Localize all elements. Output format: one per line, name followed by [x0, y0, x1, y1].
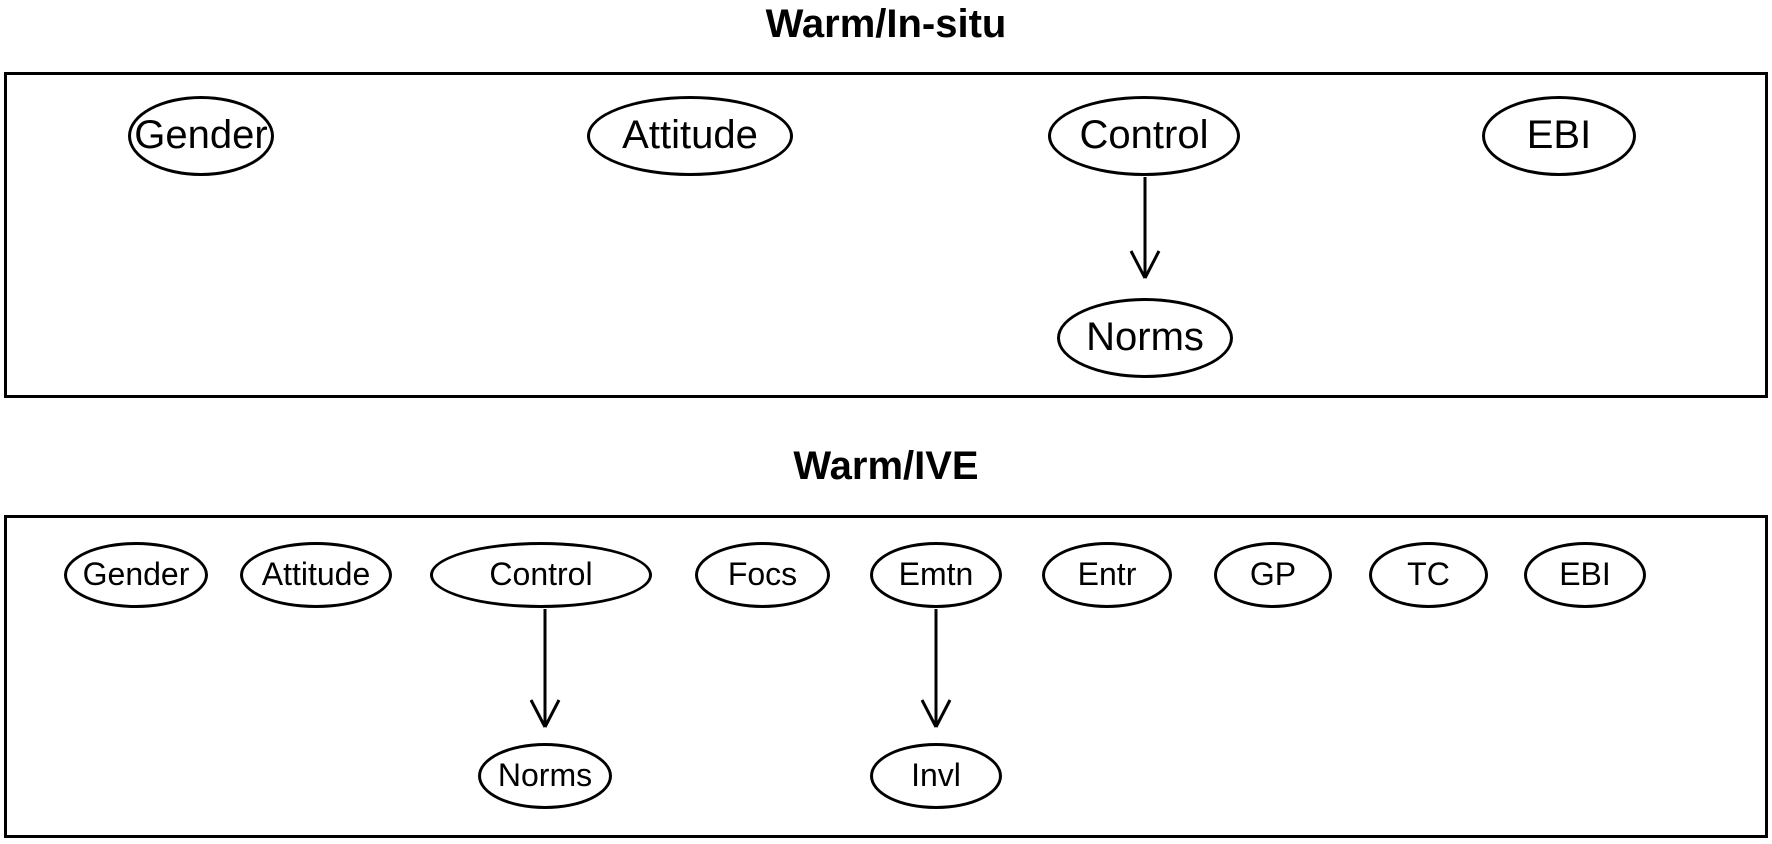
node-label-control: Control [1079, 113, 1209, 157]
node-ive-gender: Gender [64, 542, 208, 608]
node-ive-emtn: Emtn [870, 542, 1002, 608]
node-label-gp: GP [1249, 556, 1297, 592]
node-label-entr: Entr [1077, 556, 1137, 592]
node-label-gender: Gender [134, 113, 268, 157]
node-label-attitude: Attitude [622, 113, 758, 157]
arrow-insitu-control-to-norms [1129, 177, 1161, 279]
node-label-norms: Norms [497, 757, 593, 793]
node-ive-focs: Focs [695, 542, 830, 608]
node-ive-ebi: EBI [1524, 542, 1646, 608]
node-label-control: Control [489, 556, 593, 592]
node-label-invl: Invl [911, 757, 961, 793]
node-label-attitude: Attitude [261, 556, 371, 592]
node-ive-tc: TC [1369, 542, 1488, 608]
arrow-ive-emtn-to-invl [920, 609, 952, 728]
node-insitu-attitude: Attitude [587, 96, 793, 176]
panel-title-warm-ive: Warm/IVE [793, 444, 979, 488]
node-insitu-gender: Gender [128, 96, 274, 176]
node-label-ebi: EBI [1559, 556, 1611, 592]
node-insitu-control: Control [1048, 96, 1240, 176]
panel-title-warm-insitu: Warm/In-situ [765, 2, 1007, 46]
node-label-emtn: Emtn [898, 556, 974, 592]
arrow-ive-control-to-norms [529, 609, 561, 728]
node-ive-invl: Invl [870, 743, 1002, 809]
node-ive-norms: Norms [478, 743, 612, 809]
node-ive-entr: Entr [1042, 542, 1172, 608]
panel-warm-insitu [4, 72, 1768, 398]
node-ive-control: Control [430, 542, 652, 608]
node-ive-gp: GP [1214, 542, 1332, 608]
node-label-gender: Gender [82, 556, 190, 592]
node-label-tc: TC [1407, 556, 1450, 592]
node-label-norms: Norms [1086, 315, 1204, 359]
node-label-focs: Focs [727, 556, 798, 592]
node-insitu-norms: Norms [1057, 298, 1233, 378]
node-insitu-ebi: EBI [1482, 96, 1636, 176]
node-ive-attitude: Attitude [240, 542, 392, 608]
node-label-ebi: EBI [1526, 113, 1592, 157]
